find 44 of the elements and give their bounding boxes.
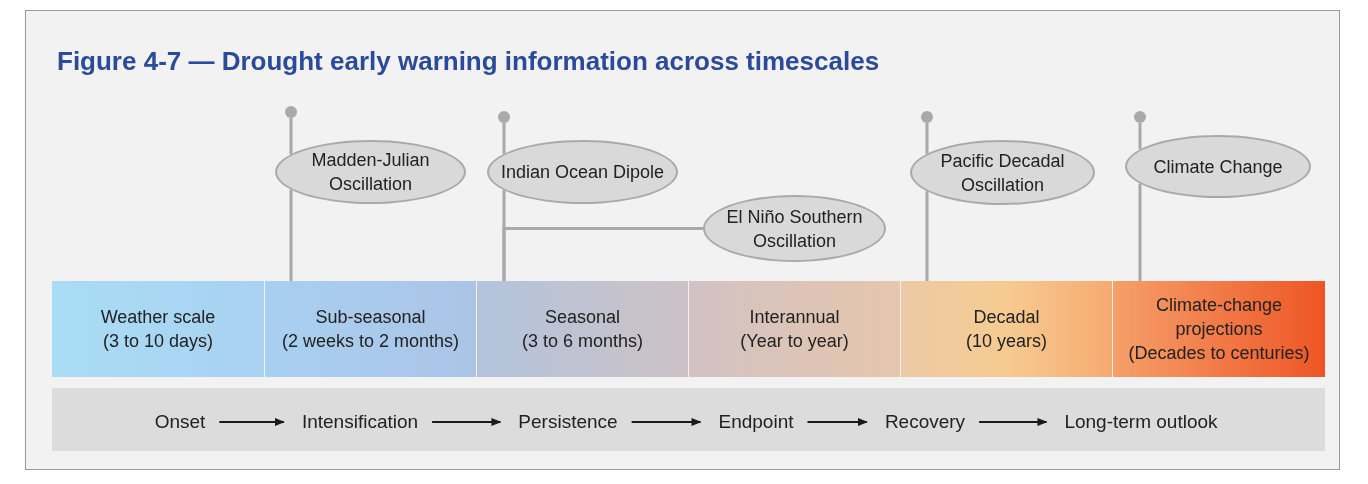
band-range: (10 years) <box>966 330 1047 353</box>
connector-line <box>925 191 929 281</box>
band-title: Climate-change projections <box>1154 294 1284 341</box>
ellipse-label: Madden-Julian Oscillation <box>310 149 431 196</box>
arrow <box>218 418 285 426</box>
ellipse-label: Indian Ocean Dipole <box>500 161 665 184</box>
timescale-band <box>265 281 476 377</box>
ellipse-label: Pacific Decadal Oscillation <box>939 149 1066 197</box>
stage-label: Recovery <box>884 411 966 433</box>
timescale-band <box>901 281 1112 377</box>
stage-label: Long-term outlook <box>1064 411 1218 433</box>
connector-line <box>502 227 703 281</box>
stage-label: Onset <box>154 411 206 433</box>
band-title: Interannual <box>749 306 840 329</box>
connector-line <box>502 123 506 154</box>
band-range: (Year to year) <box>740 330 849 353</box>
arrow <box>431 418 502 426</box>
arrow <box>630 418 702 426</box>
arrow <box>978 418 1048 426</box>
connector-line <box>925 123 929 154</box>
timescale-band <box>1113 281 1325 377</box>
band-range: (3 to 6 months) <box>521 330 644 353</box>
connector-line <box>289 118 293 155</box>
timescale-band <box>689 281 900 377</box>
connector-line <box>289 189 293 281</box>
ellipse-label: El Niño Southern Oscillation <box>725 205 864 253</box>
arrow <box>806 418 868 426</box>
band-title: Sub-seasonal <box>315 306 426 329</box>
band-range: (Decades to centuries) <box>1128 342 1310 365</box>
ellipse-label: Climate Change <box>1153 155 1283 179</box>
band-title: Weather scale <box>100 306 216 329</box>
timescale-band <box>52 281 264 377</box>
timescale-band <box>477 281 688 377</box>
stage-label: Persistence <box>518 411 618 433</box>
band-range: (3 to 10 days) <box>102 330 214 353</box>
stage-label: Intensification <box>301 411 419 433</box>
band-title: Seasonal <box>544 306 621 329</box>
connector-line <box>1138 183 1142 281</box>
connector-line <box>1138 123 1142 150</box>
band-title: Decadal <box>973 306 1040 329</box>
stage-label: Endpoint <box>718 411 794 433</box>
band-range: (2 weeks to 2 months) <box>281 330 460 353</box>
figure-title: Figure 4-7 — Drought early warning information across timescales <box>57 46 880 77</box>
stage-bar <box>52 388 1325 451</box>
